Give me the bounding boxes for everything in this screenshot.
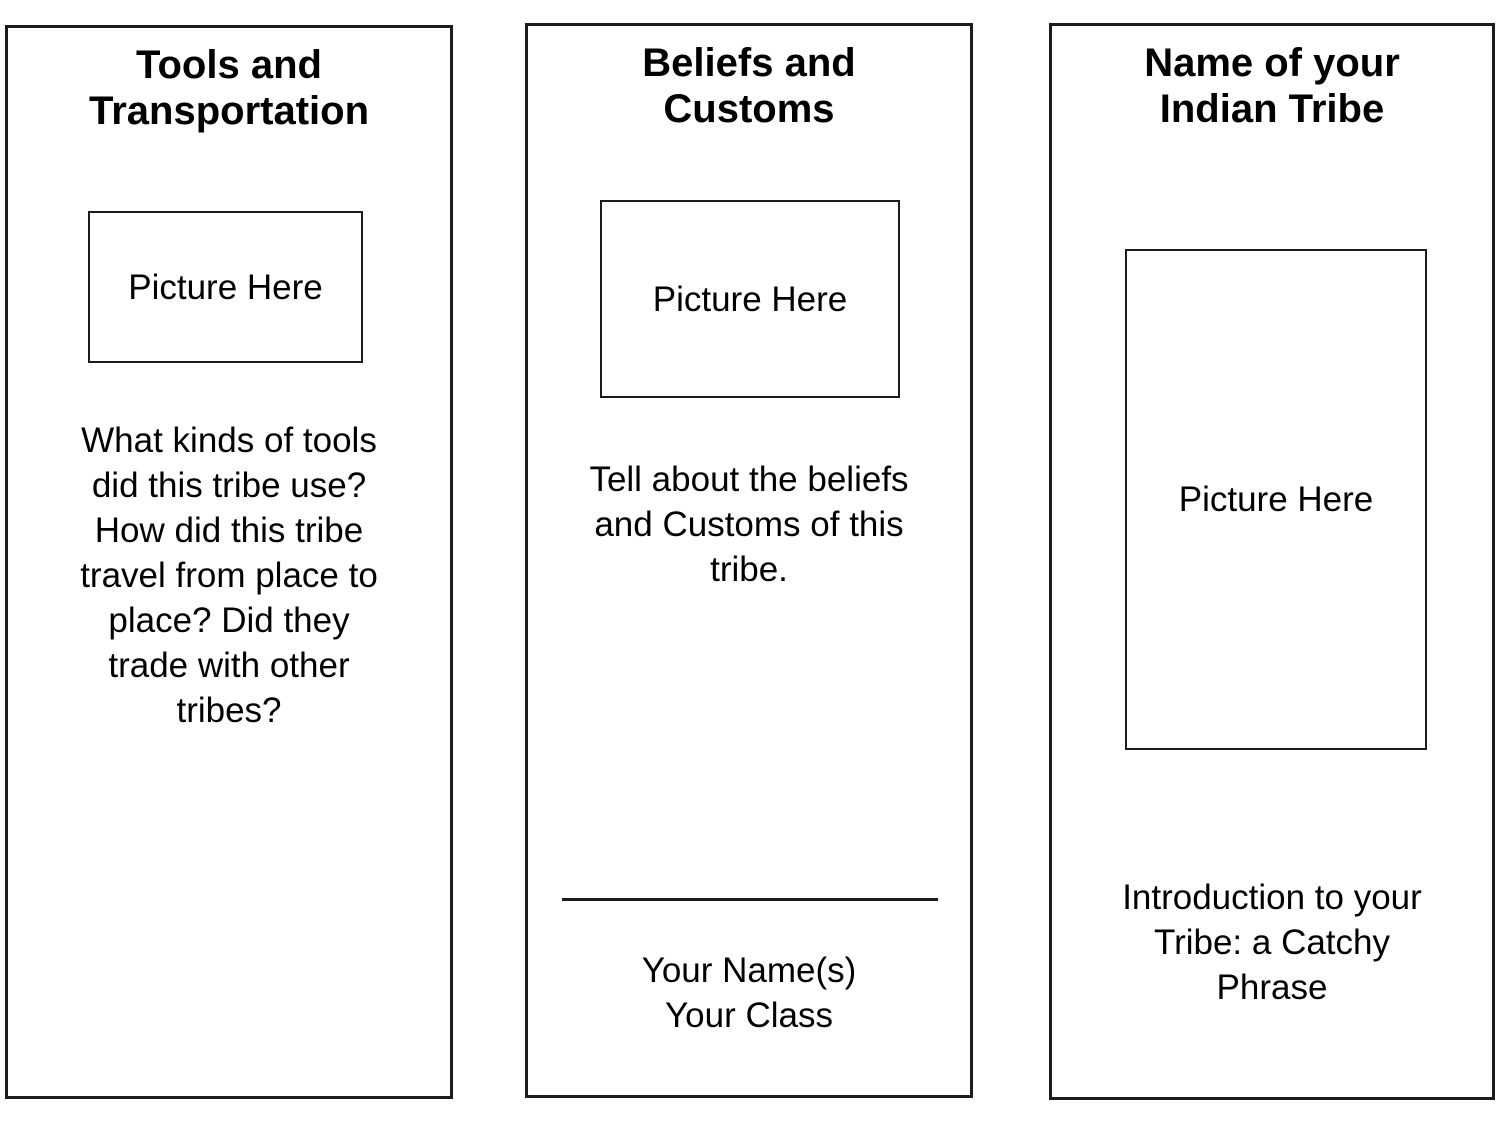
picture-placeholder-label: Picture Here (128, 267, 323, 307)
panel-title-beliefs-and-customs: Beliefs and Customs (642, 41, 856, 131)
picture-placeholder-label: Picture Here (652, 279, 848, 319)
picture-placeholder-box: Picture Here (600, 200, 900, 398)
signature-block: Your Name(s) Your Class (641, 951, 857, 1035)
panel-body-tribe-name: Introduction to your Tribe: a Catchy Phr… (1122, 878, 1422, 1007)
picture-placeholder-label: Picture Here (1178, 480, 1374, 519)
panel-title-tools-and-transportation: Tools and Transportation (88, 43, 370, 133)
panel-body-beliefs-and-customs: Tell about the beliefs and Customs of th… (589, 460, 909, 589)
signature-rule (562, 898, 938, 901)
panel-tools-and-transportation: Tools and Transportation Picture Here Wh… (5, 25, 453, 1099)
panel-body-tools-and-transportation: What kinds of tools did this tribe use? … (80, 421, 378, 730)
panel-beliefs-and-customs: Beliefs and Customs Picture Here Tell ab… (525, 23, 973, 1098)
panel-title-tribe-name: Name of your Indian Tribe (1144, 41, 1400, 131)
picture-placeholder-box: Picture Here (88, 211, 363, 363)
picture-placeholder-box: Picture Here (1125, 249, 1427, 750)
panel-tribe-name: Name of your Indian Tribe Picture Here I… (1049, 23, 1495, 1100)
